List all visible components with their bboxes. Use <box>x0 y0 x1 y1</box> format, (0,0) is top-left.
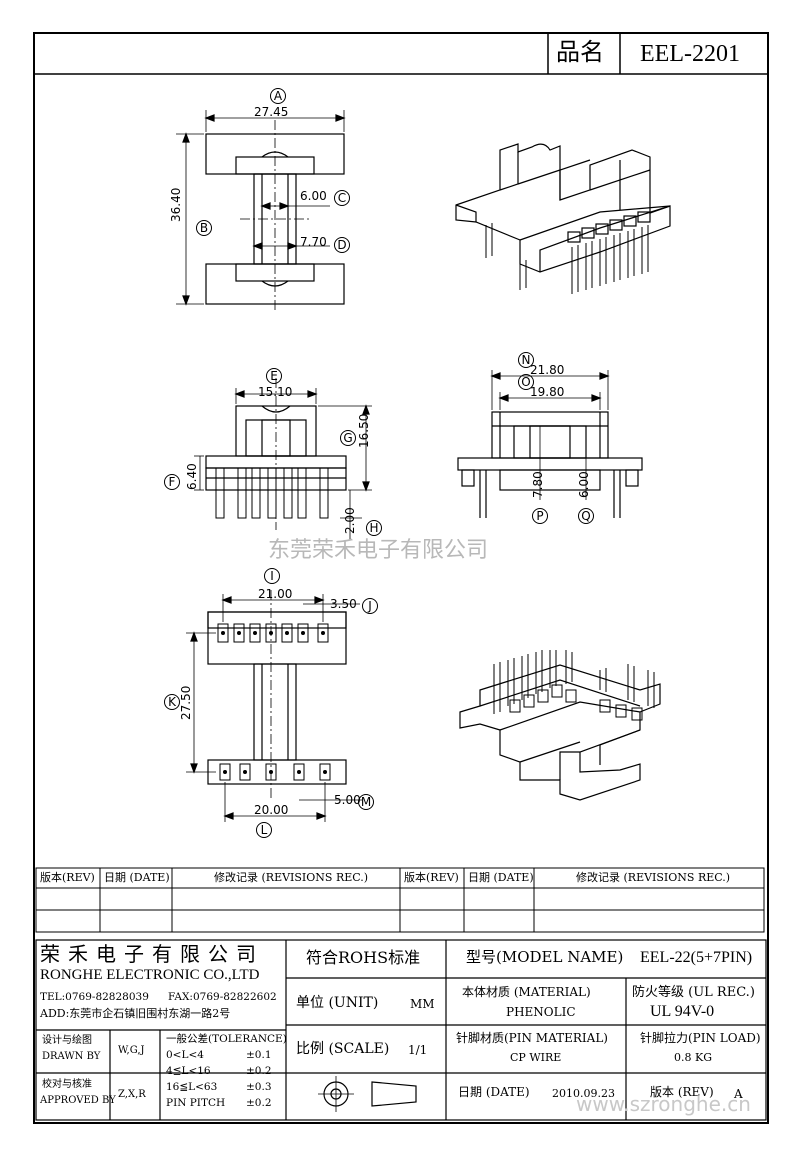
tol-value-1: ±0.1 <box>246 1049 272 1061</box>
circle-label-h: H <box>366 520 382 536</box>
dim-d-value: 7.70 <box>300 235 327 249</box>
title-block <box>35 939 767 1121</box>
approved-value: Z,X,R <box>118 1089 146 1100</box>
pin-label: 品名 <box>556 38 604 66</box>
material-value: PHENOLIC <box>506 1005 576 1019</box>
company-name-cn: 荣禾电子有限公司 <box>40 942 264 966</box>
circle-label-l: L <box>256 822 272 838</box>
revision-table <box>35 867 765 933</box>
dim-j-value: 3.50 <box>330 597 357 611</box>
circle-label-i: I <box>264 568 280 584</box>
iso-view-bottom <box>459 650 661 801</box>
tol-range-4: PIN PITCH <box>166 1097 226 1109</box>
rev-header-4: 版本(REV) <box>404 871 459 884</box>
unit-value: MM <box>410 997 435 1011</box>
part-number: EEL-2201 <box>640 41 740 67</box>
approved-label-cn: 校对与核准 <box>42 1079 92 1090</box>
side-view <box>457 370 643 518</box>
dim-a-value: 27.45 <box>254 105 289 119</box>
rev-header-3: 修改记录 (REVISIONS REC.) <box>214 871 369 884</box>
pin-load-value: 0.8 KG <box>674 1051 712 1064</box>
circle-label-p: P <box>532 508 548 524</box>
dim-h-value: 2.00 <box>343 507 357 534</box>
circle-label-c: C <box>334 190 350 206</box>
rohs-label: 符合ROHS标准 <box>306 948 421 967</box>
dim-m-value: 5.00 <box>334 793 361 807</box>
circle-label-f: F <box>164 474 180 490</box>
tol-range-3: 16≦L<63 <box>166 1081 218 1093</box>
circle-label-n: N <box>518 352 534 368</box>
scale-label: 比例 (SCALE) <box>296 1041 390 1057</box>
dim-n-value: 21.80 <box>530 363 565 377</box>
unit-label: 单位 (UNIT) <box>296 995 379 1011</box>
rev-header-5: 日期 (DATE) <box>468 871 534 884</box>
fire-value: UL 94V-0 <box>650 1003 715 1020</box>
tolerance-title: 一般公差(TOLERANCE) <box>166 1033 287 1045</box>
circle-label-k: K <box>164 694 180 710</box>
model-value: EEL-22(5+7PIN) <box>640 949 753 966</box>
tol-value-3: ±0.3 <box>246 1081 272 1093</box>
dim-c-value: 6.00 <box>300 189 327 203</box>
dim-l-value: 20.00 <box>254 803 289 817</box>
dim-p-value: 7.80 <box>531 471 545 498</box>
circle-label-g: G <box>340 430 356 446</box>
circle-label-j: J <box>362 598 378 614</box>
bottom-view <box>186 590 362 822</box>
front-view <box>194 378 372 540</box>
dim-o-value: 19.80 <box>530 385 565 399</box>
date-label: 日期 (DATE) <box>458 1085 530 1099</box>
designed-label-cn: 设计与绘图 <box>42 1035 92 1046</box>
circle-label-a: A <box>270 88 286 104</box>
model-label: 型号(MODEL NAME) <box>466 948 624 966</box>
dim-e-value: 15.10 <box>258 385 293 399</box>
rev-header-1: 版本(REV) <box>40 871 95 884</box>
designed-value: W,G,J <box>118 1045 145 1056</box>
circle-label-d: D <box>334 237 350 253</box>
circle-label-q: Q <box>578 508 594 524</box>
rev-value: A <box>734 1087 743 1101</box>
rev-header-6: 修改记录 (REVISIONS REC.) <box>576 871 731 884</box>
tol-value-4: ±0.2 <box>246 1097 272 1109</box>
dim-q-value: 6.00 <box>577 471 591 498</box>
company-tel: TEL:0769-82828039 <box>40 991 149 1003</box>
circle-label-o: O <box>518 374 534 390</box>
circle-label-e: E <box>266 368 282 384</box>
rev-label: 版本 (REV) <box>650 1085 714 1099</box>
pin-load-label: 针脚拉力(PIN LOAD) <box>640 1031 761 1045</box>
rev-header-2: 日期 (DATE) <box>104 871 170 884</box>
pin-material-label: 针脚材质(PIN MATERIAL) <box>456 1031 608 1045</box>
watermark-url: www.szronghe.cn <box>576 1092 751 1116</box>
outer-frame <box>33 32 769 1124</box>
circle-label-b: B <box>196 220 212 236</box>
company-fax: FAX:0769-82822602 <box>168 991 277 1003</box>
tol-range-2: 4≦L<16 <box>166 1065 211 1077</box>
designed-label-en: DRAWN BY <box>42 1051 101 1062</box>
dim-g-value: 16.50 <box>357 413 371 448</box>
tol-range-1: 0<L<4 <box>166 1049 204 1061</box>
company-name-en: RONGHE ELECTRONIC CO.,LTD <box>40 967 260 983</box>
dim-f-value: 6.40 <box>185 463 199 490</box>
dim-i-value: 21.00 <box>258 587 293 601</box>
watermark-text: 东莞荣禾电子有限公司 <box>268 538 489 563</box>
material-label: 本体材质 (MATERIAL) <box>462 985 591 999</box>
top-view <box>176 110 346 312</box>
iso-view-top <box>455 143 671 294</box>
fire-label: 防火等级 (UL REC.) <box>632 985 755 1000</box>
tol-value-2: ±0.2 <box>246 1065 272 1077</box>
company-address: ADD:东莞市企石镇旧围村东湖一路2号 <box>40 1007 231 1020</box>
approved-label-en: APPROVED BY <box>40 1095 116 1106</box>
pin-material-value: CP WIRE <box>510 1051 562 1064</box>
date-value: 2010.09.23 <box>552 1087 615 1100</box>
dim-b-value: 36.40 <box>169 187 183 222</box>
dim-k-value: 27.50 <box>179 685 193 720</box>
circle-label-m: M <box>358 794 374 810</box>
scale-value: 1/1 <box>408 1043 428 1057</box>
